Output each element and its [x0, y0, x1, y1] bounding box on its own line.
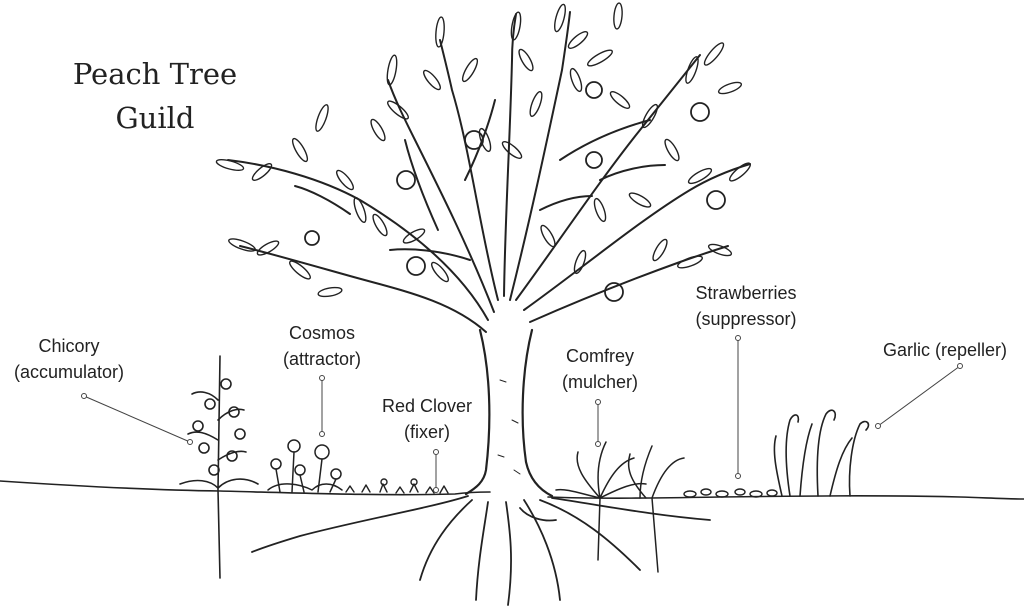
label-chicory-role: (accumulator): [13, 362, 125, 382]
label-red-clover: Red Clover (fixer): [368, 393, 486, 445]
comfrey-plant: [555, 441, 685, 573]
diagram-title: Peach Tree Guild: [40, 52, 270, 140]
label-garlic: Garlic (repeller): [862, 337, 1024, 363]
label-chicory-name: Chicory: [38, 336, 100, 356]
label-cosmos: Cosmos (attractor): [272, 320, 372, 372]
label-comfrey: Comfrey (mulcher): [548, 343, 652, 395]
chicory-plant: [179, 355, 259, 579]
label-cosmos-role: (attractor): [282, 349, 361, 369]
strawberries-plant: [683, 488, 778, 498]
leader-garlic: [877, 365, 961, 427]
label-comfrey-role: (mulcher): [561, 372, 638, 392]
label-red-clover-name: Red Clover: [381, 396, 473, 416]
label-strawberries: Strawberries (suppressor): [676, 280, 816, 332]
leader-lines: [81, 335, 963, 493]
garlic-plant: [773, 409, 870, 497]
title-line-2: Guild: [115, 101, 195, 135]
tree-roots: [251, 495, 711, 606]
red-clover-plant: [345, 478, 449, 494]
tree-branches: [227, 11, 751, 333]
tree-leaves: [215, 2, 751, 298]
peach-tree: [215, 2, 751, 606]
peaches: [304, 81, 726, 302]
leader-chicory: [83, 395, 191, 443]
label-comfrey-name: Comfrey: [565, 346, 634, 366]
tree-trunk: [464, 328, 491, 496]
label-red-clover-role: (fixer): [404, 422, 450, 442]
label-garlic-name: Garlic (repeller): [882, 340, 1008, 360]
title-line-1: Peach Tree: [72, 57, 238, 91]
label-strawberries-role: (suppressor): [695, 309, 797, 329]
label-strawberries-name: Strawberries: [695, 283, 797, 303]
ground-line: [0, 480, 1024, 500]
label-cosmos-name: Cosmos: [288, 323, 355, 343]
cosmos-plant: [267, 439, 343, 493]
label-chicory: Chicory (accumulator): [0, 333, 138, 385]
